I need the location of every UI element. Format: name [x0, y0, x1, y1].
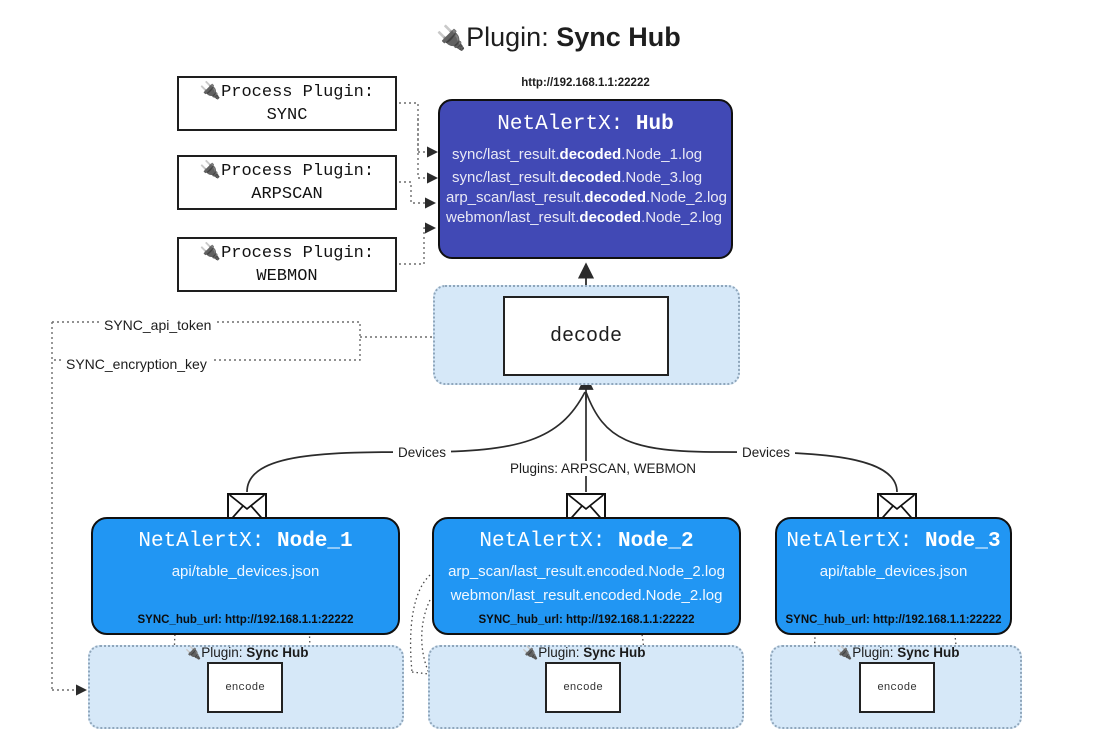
hub-url-label: http://192.168.1.1:22222: [521, 77, 650, 89]
node-hub-url: SYNC_hub_url: http://192.168.1.1:22222: [785, 614, 1002, 626]
sync-api-token-label: SYNC_api_token: [100, 317, 216, 333]
electric-plug-icon: 🔌: [185, 645, 202, 660]
process-plugin-arpscan[interactable]: 🔌Process Plugin: ARPSCAN: [177, 155, 397, 210]
hub-title-name: Hub: [635, 113, 674, 136]
edge-label-devices-right: Devices: [737, 445, 796, 460]
page-title-prefix: Plugin:: [466, 22, 549, 52]
node-box-node-2[interactable]: NetAlertX: Node_2 arp_scan/last_result.e…: [432, 517, 741, 635]
encode-plugin-label: 🔌Plugin: Sync Hub: [522, 645, 646, 660]
hub-log-entry: sync/last_result.decoded.Node_3.log: [452, 169, 703, 186]
electric-plug-icon: 🔌: [436, 25, 467, 52]
node-resource-line: webmon/last_result.encoded.Node_2.log: [450, 587, 723, 604]
process-plugin-label: Process Plugin:: [221, 82, 375, 102]
electric-plug-icon: 🔌: [836, 645, 853, 660]
node-hub-url: SYNC_hub_url: http://192.168.1.1:22222: [478, 614, 695, 626]
electric-plug-icon: 🔌: [199, 243, 222, 263]
node-box-node-3[interactable]: NetAlertX: Node_3 api/table_devices.json…: [775, 517, 1012, 635]
sync-encryption-key-label: SYNC_encryption_key: [62, 356, 211, 372]
hub-title-prefix: NetAlertX:: [497, 113, 624, 136]
edge-label-plugins: Plugins: ARPSCAN, WEBMON: [505, 461, 702, 476]
node-resource-line: api/table_devices.json: [819, 563, 968, 580]
process-plugin-name: SYNC: [266, 105, 308, 125]
decode-box[interactable]: decode: [503, 296, 669, 376]
encode-box[interactable]: encode: [545, 662, 621, 713]
edge-label-devices-left: Devices: [393, 445, 452, 460]
node-title: NetAlertX: Node_2: [479, 530, 694, 553]
node-title: NetAlertX: Node_1: [138, 530, 353, 553]
process-plugin-webmon[interactable]: 🔌Process Plugin: WEBMON: [177, 237, 397, 292]
process-plugin-label: Process Plugin:: [221, 243, 375, 263]
node-box-node-1[interactable]: NetAlertX: Node_1 api/table_devices.json…: [91, 517, 400, 635]
node-resource-line: api/table_devices.json: [171, 563, 320, 580]
process-plugin-label: Process Plugin:: [221, 161, 375, 181]
process-plugin-sync[interactable]: 🔌Process Plugin: SYNC: [177, 76, 397, 131]
process-plugin-name: WEBMON: [256, 266, 318, 286]
page-title: 🔌Plugin: Sync Hub: [0, 16, 1117, 60]
encode-box[interactable]: encode: [859, 662, 935, 713]
node-hub-url: SYNC_hub_url: http://192.168.1.1:22222: [137, 614, 354, 626]
hub-log-entry: sync/last_result.decoded.Node_1.log: [452, 146, 703, 163]
electric-plug-icon: 🔌: [522, 645, 539, 660]
process-plugin-name: ARPSCAN: [251, 184, 323, 204]
encode-plugin-label: 🔌Plugin: Sync Hub: [185, 645, 309, 660]
hub-log-entry: arp_scan/last_result.decoded.Node_2.log: [446, 189, 727, 206]
page-title-name: Sync Hub: [556, 22, 681, 52]
hub-log-entry: webmon/last_result.decoded.Node_2.log: [446, 209, 722, 226]
node-resource-line: arp_scan/last_result.encoded.Node_2.log: [448, 563, 725, 580]
encode-box[interactable]: encode: [207, 662, 283, 713]
electric-plug-icon: 🔌: [199, 161, 222, 181]
hub-node[interactable]: NetAlertX: Hub sync/last_result.decoded.…: [438, 99, 733, 259]
hub-title: NetAlertX: Hub: [440, 113, 731, 136]
electric-plug-icon: 🔌: [199, 82, 222, 102]
encode-plugin-label: 🔌Plugin: Sync Hub: [836, 645, 960, 660]
node-title: NetAlertX: Node_3: [786, 530, 1001, 553]
